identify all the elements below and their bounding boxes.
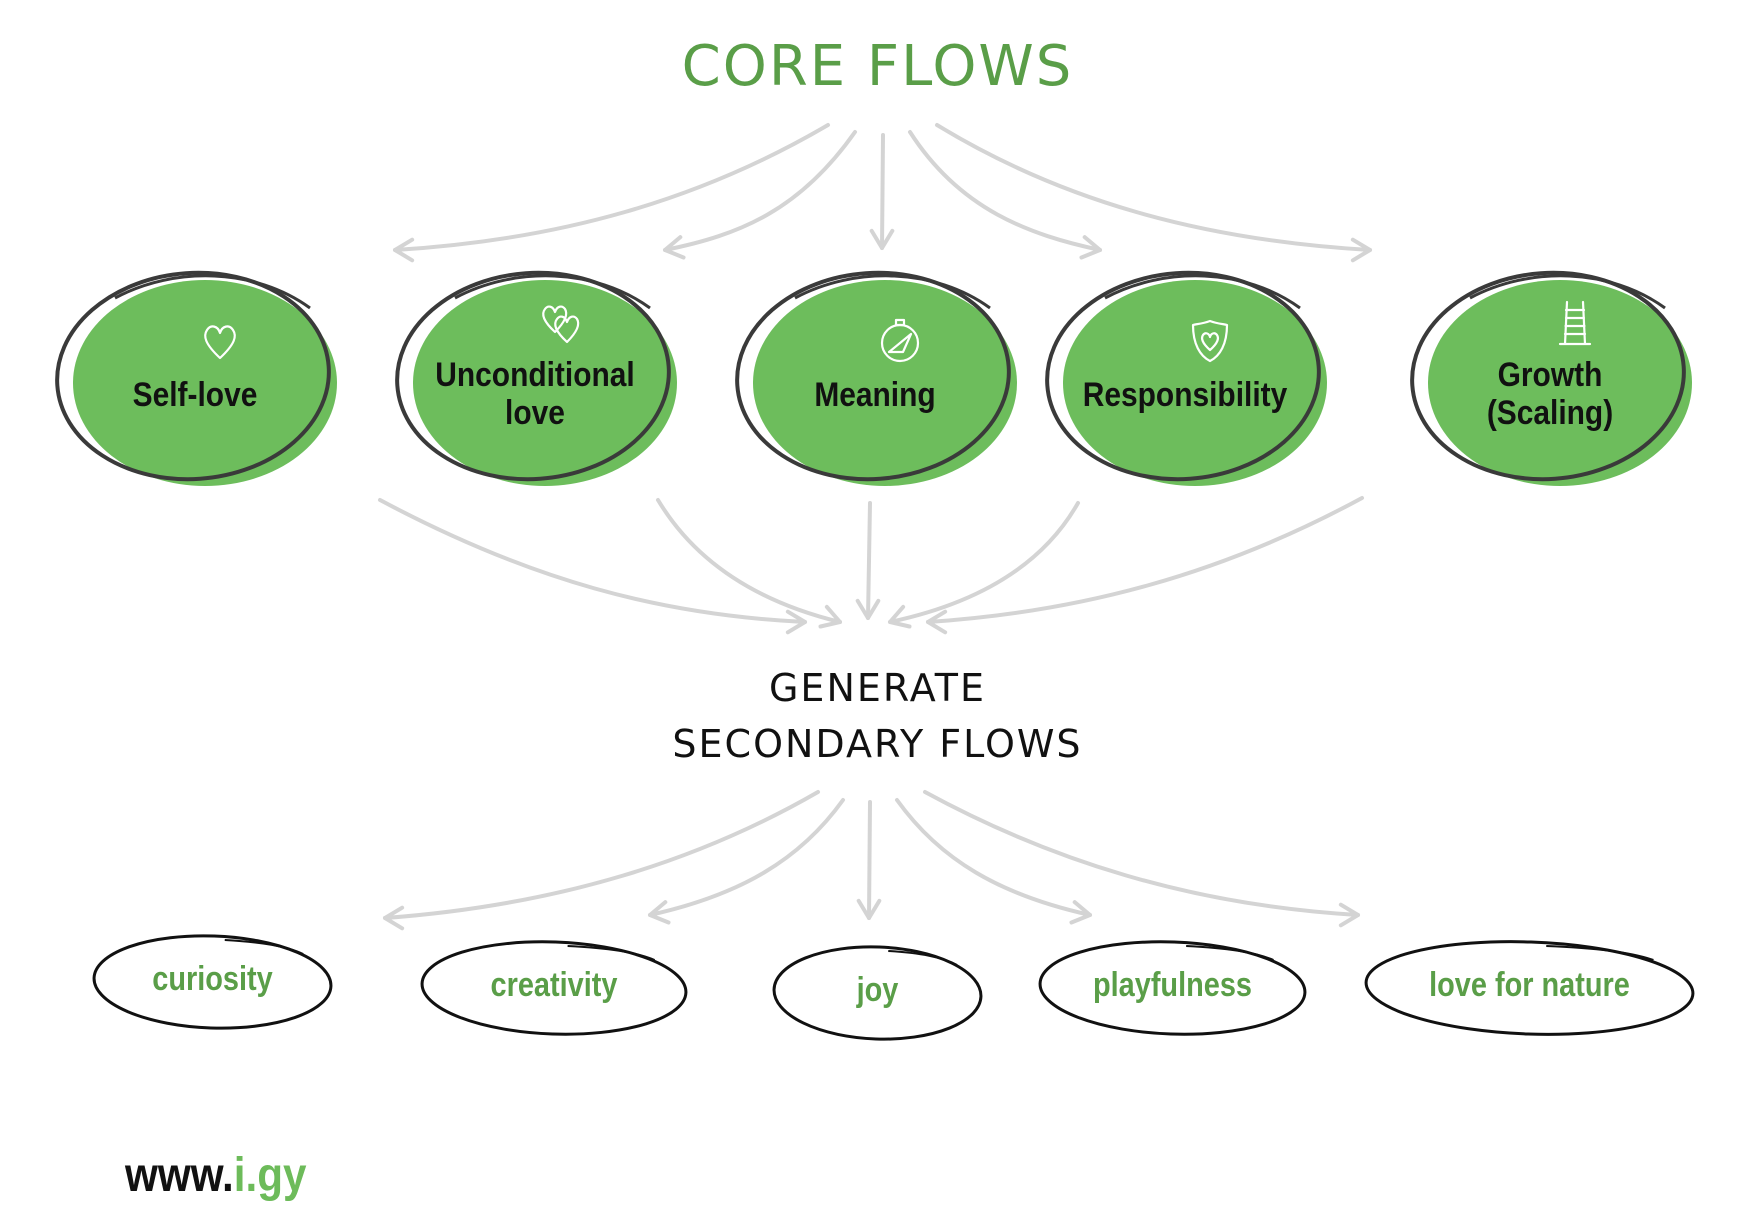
secondary-flow-outline xyxy=(420,940,688,1036)
footer-url-prefix: www. xyxy=(125,1149,234,1202)
core-flow-label-line: love xyxy=(505,394,565,432)
secondary-flow-outline xyxy=(772,945,983,1041)
arrow-sec-3 xyxy=(856,800,882,920)
node-blob xyxy=(1410,270,1692,486)
core-flow-label: Growth(Scaling) xyxy=(1427,356,1673,432)
node-blob xyxy=(55,270,337,486)
arrow-sec-1 xyxy=(383,790,820,931)
core-flow-node: Growth(Scaling) xyxy=(1410,268,1692,488)
secondary-flow-node: creativity xyxy=(418,938,690,1038)
core-flow-node: Self-love xyxy=(55,268,337,488)
core-flow-label-line: Self-love xyxy=(132,376,258,414)
secondary-flow-label: joy xyxy=(856,971,899,1009)
arrow-core-2 xyxy=(663,130,857,260)
node-blob xyxy=(395,270,677,486)
arrow-merge-2 xyxy=(656,498,842,629)
footer-url-domain: i.gy xyxy=(233,1149,307,1202)
secondary-flow-node: curiosity xyxy=(90,932,335,1032)
core-flow-node: Meaning xyxy=(735,268,1017,488)
arrow-core-5 xyxy=(935,123,1372,263)
core-flow-label-line: Meaning xyxy=(814,376,936,414)
secondary-flow-node: love for nature xyxy=(1362,938,1697,1038)
node-blob xyxy=(735,270,1017,486)
core-flow-label-line: (Scaling) xyxy=(1486,394,1614,432)
arrow-sec-4 xyxy=(895,798,1092,925)
core-flow-label: Meaning xyxy=(752,376,998,414)
secondary-flow-label: curiosity xyxy=(152,960,273,998)
footer-url[interactable]: www.i.gy xyxy=(125,1148,307,1203)
arrow-merge-1 xyxy=(378,498,807,635)
secondary-flow-outline xyxy=(1038,940,1307,1036)
core-flow-label: Self-love xyxy=(72,376,318,414)
generate-secondary-flows-title: GENERATE SECONDARY FLOWS xyxy=(0,660,1755,772)
arrow-merge-5 xyxy=(926,496,1364,635)
secondary-flow-node: playfulness xyxy=(1036,938,1309,1038)
arrow-core-3 xyxy=(869,133,895,250)
generate-line-2: SECONDARY FLOWS xyxy=(672,722,1083,766)
arrow-core-1 xyxy=(393,123,830,263)
secondary-flow-label: creativity xyxy=(490,966,618,1004)
secondary-flow-label: playfulness xyxy=(1092,966,1253,1004)
arrow-core-4 xyxy=(908,130,1102,260)
secondary-flow-node: joy xyxy=(770,943,985,1043)
secondary-flow-outline xyxy=(92,934,333,1030)
core-flow-label-line: Unconditional xyxy=(435,356,635,394)
core-flow-label-line: Growth xyxy=(1497,356,1603,394)
generate-line-1: GENERATE xyxy=(768,666,987,710)
arrow-merge-4 xyxy=(888,501,1080,629)
core-flow-node: Responsibility xyxy=(1045,268,1327,488)
secondary-flow-outline xyxy=(1364,940,1695,1036)
core-flows-title: CORE FLOWS xyxy=(681,34,1074,99)
core-flow-label-line: Responsibility xyxy=(1082,376,1288,414)
arrow-sec-5 xyxy=(923,790,1360,928)
arrow-sec-2 xyxy=(648,798,845,925)
arrow-merge-3 xyxy=(855,501,881,620)
node-blob xyxy=(1045,270,1327,486)
core-flow-label: Responsibility xyxy=(1062,376,1308,414)
secondary-flow-label: love for nature xyxy=(1429,966,1630,1004)
